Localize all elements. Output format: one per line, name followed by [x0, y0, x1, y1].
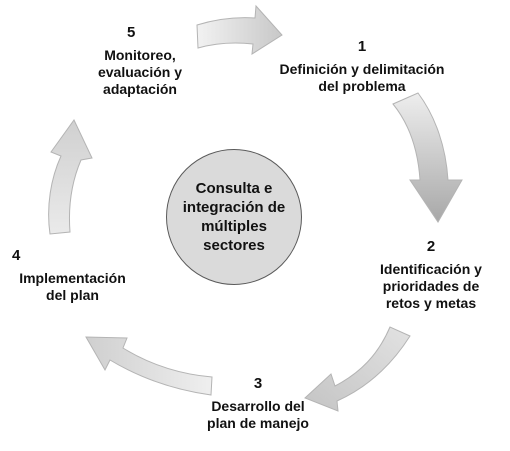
step-5: 5 Monitoreo, evaluación y adaptación: [75, 24, 205, 98]
step-number: 2: [426, 238, 436, 255]
arrow-3-to-4: [85, 336, 213, 396]
step-text-line: Desarrollo del: [211, 398, 305, 414]
step-text-line: Monitoreo,: [104, 47, 176, 63]
step-1: 1 Definición y delimitación del problema: [262, 38, 462, 95]
center-label-line: múltiples: [201, 218, 267, 235]
step-number: 5: [127, 24, 136, 41]
step-text-line: Definición y delimitación: [279, 61, 445, 77]
step-number: 4: [12, 247, 21, 264]
arrow-1-to-2: [392, 92, 463, 223]
step-text-line: plan de manejo: [207, 415, 309, 431]
step-number: 3: [253, 375, 263, 392]
center-circle: Consulta e integración de múltiples sect…: [166, 149, 302, 285]
step-text-line: Implementación: [19, 270, 126, 286]
step-text-line: prioridades de: [382, 278, 480, 294]
center-label: Consulta e integración de múltiples sect…: [183, 179, 286, 255]
step-3: 3 Desarrollo del plan de manejo: [188, 375, 328, 432]
step-2: 2 Identificación y prioridades de retos …: [356, 238, 506, 312]
arrow-5-to-1: [196, 4, 283, 55]
center-label-line: integración de: [182, 199, 286, 216]
step-text-line: Identificación y: [380, 261, 482, 277]
step-text-line: del problema: [318, 78, 406, 94]
step-text-line: evaluación y: [97, 64, 183, 80]
arrow-4-to-5: [48, 119, 93, 235]
step-4: 4 Implementación del plan: [10, 247, 140, 304]
step-text-line: del plan: [46, 287, 99, 303]
step-number: 1: [357, 38, 367, 55]
center-label-line: Consulta e: [195, 180, 273, 197]
step-text-line: adaptación: [103, 81, 177, 97]
arrow-2-to-3: [304, 326, 411, 412]
center-label-line: sectores: [203, 237, 265, 254]
step-text-line: retos y metas: [385, 295, 477, 311]
